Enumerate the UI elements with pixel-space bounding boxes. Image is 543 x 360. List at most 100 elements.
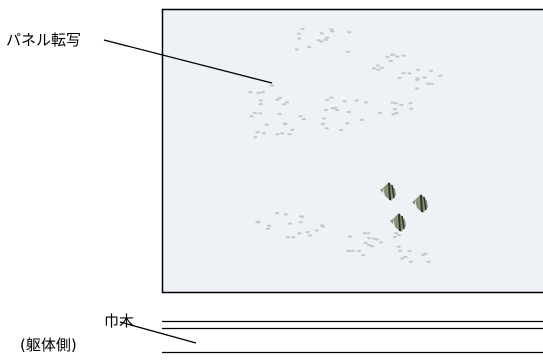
small-fish xyxy=(277,112,282,115)
small-fish xyxy=(426,260,431,263)
small-fish xyxy=(399,103,404,107)
small-fish xyxy=(290,128,295,131)
small-fish xyxy=(323,108,329,111)
small-fish xyxy=(319,40,324,43)
small-fish xyxy=(320,122,326,126)
angelfish-1 xyxy=(380,182,396,201)
small-fish xyxy=(438,74,443,77)
small-fish xyxy=(324,98,330,101)
small-fish xyxy=(401,72,406,75)
small-fish xyxy=(388,59,394,63)
small-fish xyxy=(398,249,403,252)
small-fish xyxy=(330,30,335,33)
small-fish xyxy=(394,112,399,115)
small-fish xyxy=(376,68,381,71)
small-fish xyxy=(329,96,334,99)
small-fish xyxy=(320,224,325,227)
small-fish xyxy=(429,82,434,85)
small-fish xyxy=(408,102,413,105)
small-fish xyxy=(363,241,368,244)
small-fish xyxy=(385,55,390,59)
small-fish xyxy=(316,39,321,42)
small-fish xyxy=(264,123,269,126)
panel-transfer-area xyxy=(161,8,543,294)
small-fish xyxy=(258,99,263,102)
small-fish xyxy=(415,68,420,71)
small-fish xyxy=(362,232,367,235)
small-fish xyxy=(274,211,280,215)
small-fish xyxy=(325,36,330,39)
small-fish xyxy=(307,234,313,237)
small-fish xyxy=(323,38,328,41)
small-fish xyxy=(393,232,399,235)
small-fish xyxy=(298,115,303,118)
small-fish xyxy=(367,237,372,240)
small-fish xyxy=(396,245,401,248)
small-fish xyxy=(397,76,402,79)
small-fish xyxy=(378,241,384,244)
small-fish xyxy=(300,27,305,30)
angelfish-2 xyxy=(412,194,428,213)
small-fish xyxy=(377,111,382,115)
small-fish xyxy=(354,99,359,102)
small-fish xyxy=(401,54,406,57)
small-fish xyxy=(301,118,306,121)
angelfish-group xyxy=(380,182,428,232)
small-fish xyxy=(297,232,302,235)
small-fish xyxy=(350,249,355,252)
small-fish xyxy=(283,213,288,216)
small-fish xyxy=(298,221,303,224)
baseboard-label: 巾木 xyxy=(104,312,135,330)
small-fish xyxy=(257,112,263,115)
small-fish xyxy=(346,110,351,114)
small-fish xyxy=(361,254,366,257)
small-fish xyxy=(392,108,398,111)
small-fish xyxy=(393,102,399,105)
small-fish xyxy=(422,76,427,79)
small-fish xyxy=(330,107,335,110)
small-fish xyxy=(285,236,290,239)
angelfish-3 xyxy=(390,213,406,232)
small-fish xyxy=(275,133,280,136)
small-fish xyxy=(346,249,351,253)
small-fish xyxy=(338,129,344,132)
small-fish xyxy=(288,222,293,225)
small-fish xyxy=(270,84,275,87)
small-fish xyxy=(305,231,310,234)
small-fish xyxy=(346,50,351,53)
structure-side-label: (躯体側) xyxy=(20,336,77,354)
small-fish xyxy=(345,122,350,125)
small-fish xyxy=(395,55,400,58)
small-fish xyxy=(428,69,434,72)
panel-transfer-label: パネル転写 xyxy=(6,31,82,49)
small-fish xyxy=(408,260,414,263)
small-fish xyxy=(391,113,396,116)
small-fish xyxy=(363,101,369,104)
small-fish xyxy=(407,72,412,75)
small-fish xyxy=(366,232,371,235)
habaki-leader-line xyxy=(119,321,197,344)
small-fish xyxy=(375,238,380,241)
small-fish xyxy=(296,32,302,35)
small-fish xyxy=(347,31,352,34)
small-fish xyxy=(391,53,396,56)
small-fish xyxy=(403,255,408,258)
small-fish xyxy=(255,221,260,224)
small-fish xyxy=(321,117,327,120)
small-fish xyxy=(294,48,299,51)
small-fish xyxy=(266,224,272,227)
small-fish xyxy=(396,234,402,237)
small-fish xyxy=(287,133,292,136)
small-fish xyxy=(253,136,258,139)
small-fish xyxy=(258,103,263,106)
small-fish xyxy=(375,64,380,67)
small-fish xyxy=(356,249,362,253)
small-fish xyxy=(249,115,254,118)
small-fish xyxy=(265,227,271,230)
small-fish xyxy=(371,67,377,70)
small-fish xyxy=(282,103,287,106)
small-fish xyxy=(260,91,266,94)
small-fish xyxy=(415,77,420,80)
small-fish xyxy=(423,252,428,255)
small-fish xyxy=(409,107,414,110)
